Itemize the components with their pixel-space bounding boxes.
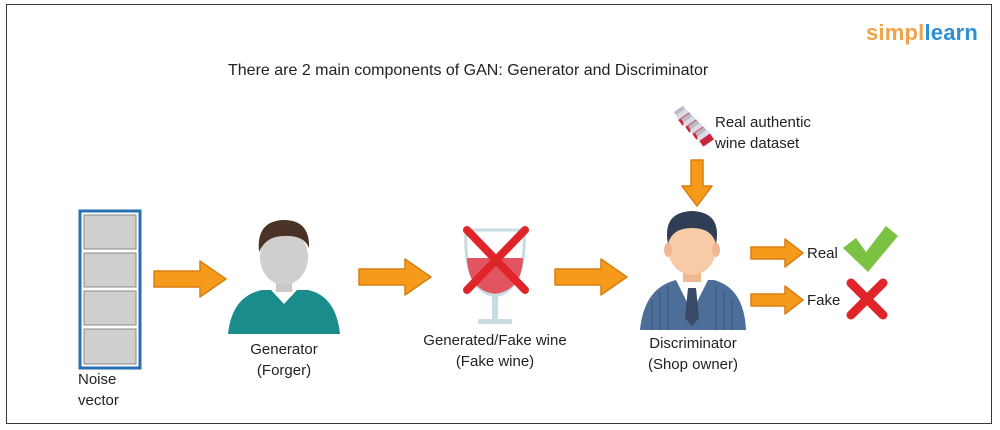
generator-person-icon xyxy=(228,219,340,334)
discriminator-line-2: (Shop owner) xyxy=(647,356,739,373)
arrow-wine-to-discriminator xyxy=(554,258,628,296)
arrow-to-real xyxy=(750,238,804,268)
output-real-label: Real xyxy=(807,245,838,262)
wine-bottles-icon xyxy=(674,105,715,147)
arrow-generator-to-wine xyxy=(358,258,432,296)
output-fake-label: Fake xyxy=(807,292,841,309)
simplilearn-logo: simpllearn xyxy=(866,20,978,46)
discriminator-line-1: Discriminator xyxy=(649,335,737,352)
dataset-label: Real authentic wine dataset xyxy=(715,112,855,154)
noise-line-1: Noise xyxy=(78,371,117,388)
diagram-heading: There are 2 main components of GAN: Gene… xyxy=(228,62,709,79)
generator-line-1: Generator xyxy=(250,341,318,358)
arrow-to-fake xyxy=(750,285,804,315)
arrow-dataset-to-discriminator xyxy=(681,159,713,207)
generator-label: Generator (Forger) xyxy=(224,339,344,381)
fake-wine-line-2: (Fake wine) xyxy=(455,353,535,370)
arrow-noise-to-generator xyxy=(153,260,227,298)
fake-wine-label: Generated/Fake wine (Fake wine) xyxy=(405,330,585,372)
discriminator-label: Discriminator (Shop owner) xyxy=(630,333,756,375)
logo-part-2: learn xyxy=(924,20,979,45)
cross-icon xyxy=(846,278,888,320)
noise-vector-icon xyxy=(78,209,142,370)
dataset-line-2: wine dataset xyxy=(715,135,800,152)
check-icon xyxy=(843,226,898,272)
generator-line-2: (Forger) xyxy=(256,362,312,379)
discriminator-person-icon xyxy=(640,211,746,330)
noise-line-2: vector xyxy=(78,392,119,409)
diagram-frame xyxy=(6,4,992,424)
fake-wine-line-1: Generated/Fake wine xyxy=(423,332,567,349)
dataset-line-1: Real authentic xyxy=(715,114,811,131)
noise-vector-label: Noise vector xyxy=(78,369,142,411)
cross-icon xyxy=(463,226,529,294)
logo-part-1: simpl xyxy=(866,20,925,45)
